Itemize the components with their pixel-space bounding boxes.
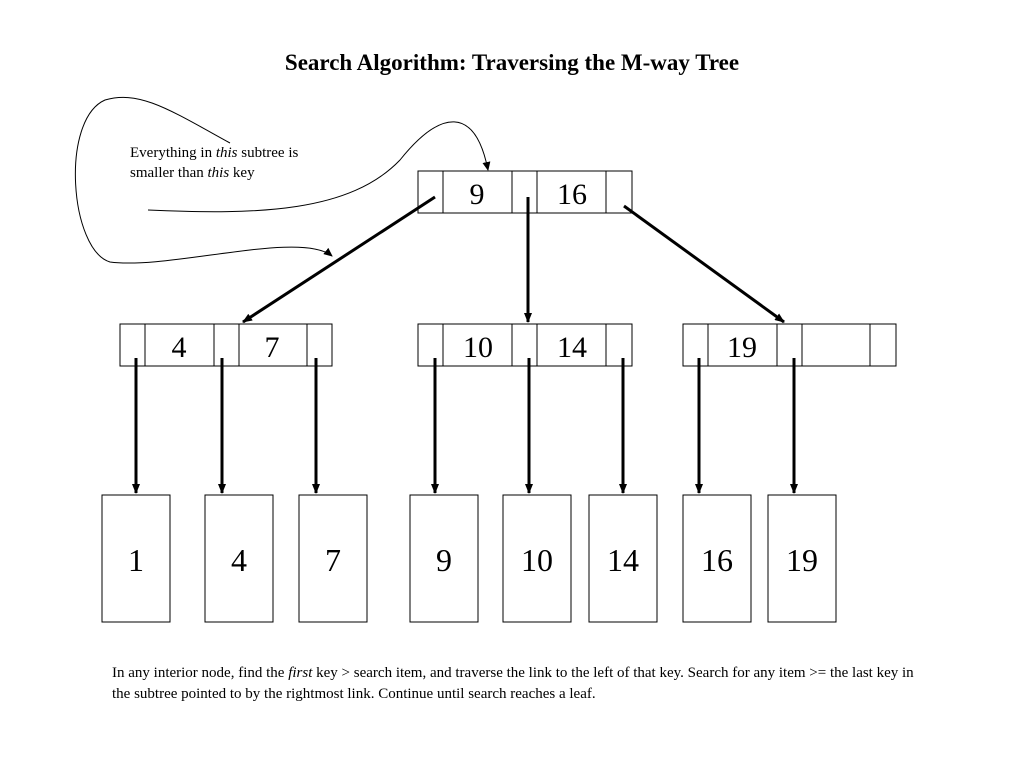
- leaf-node-5: 10: [502, 494, 572, 623]
- leaf-node-3-key: 7: [325, 542, 341, 578]
- leaf-node-6: 14: [588, 494, 658, 623]
- annotation-note: Everything in this subtree is smaller th…: [130, 143, 300, 183]
- leaf-node-2-key: 4: [231, 542, 247, 578]
- leaf-node-1: 1: [101, 494, 171, 623]
- annotation-emphasis-1: this: [215, 145, 238, 161]
- root-link-left: [242, 195, 436, 324]
- annotation-text-3: key: [229, 165, 255, 181]
- leaf-node-4: 9: [409, 494, 479, 623]
- leaf-node-3: 7: [298, 494, 368, 623]
- annotation-curve-to-subtree: [74, 96, 333, 264]
- diagram-title: Search Algorithm: Traversing the M-way T…: [284, 50, 740, 75]
- leaf-node-5-key: 10: [521, 542, 553, 578]
- leaf-node-7-key: 16: [701, 542, 733, 578]
- annotation-curve-to-root-key: [147, 121, 491, 213]
- caption-text-2: key > search item, and traverse the link…: [112, 665, 914, 702]
- interior-node-1-key-1: 4: [172, 331, 187, 364]
- algorithm-caption: In any interior node, find the first key…: [112, 663, 922, 705]
- root-key-2: 16: [557, 178, 587, 211]
- leaf-node-4-key: 9: [436, 542, 452, 578]
- leaf-node-8: 19: [767, 494, 837, 623]
- interior-node-3-key-1: 19: [727, 331, 757, 364]
- root-key-1: 9: [470, 178, 485, 211]
- leaf-node-8-key: 19: [786, 542, 818, 578]
- annotation-emphasis-2: this: [207, 165, 230, 181]
- root-link-right: [623, 204, 785, 324]
- interior-node-3: 19: [682, 323, 897, 367]
- annotation-text-2: subtree is smaller than: [130, 145, 299, 181]
- leaf-node-7: 16: [682, 494, 752, 623]
- annotation-text-1: Everything in: [130, 145, 216, 161]
- interior-node-2-key-1: 10: [463, 331, 493, 364]
- interior-node-1: 4 7: [119, 323, 333, 367]
- interior-node-2-key-2: 14: [557, 331, 587, 364]
- root-node: 9 16: [417, 170, 633, 214]
- interior-node-1-key-2: 7: [265, 331, 280, 364]
- caption-text-1: In any interior node, find the: [112, 665, 289, 681]
- leaf-node-2: 4: [204, 494, 274, 623]
- leaf-node-1-key: 1: [128, 542, 144, 578]
- caption-emphasis: first: [288, 665, 313, 681]
- interior-node-2: 10 14: [417, 323, 633, 367]
- leaf-node-6-key: 14: [607, 542, 639, 578]
